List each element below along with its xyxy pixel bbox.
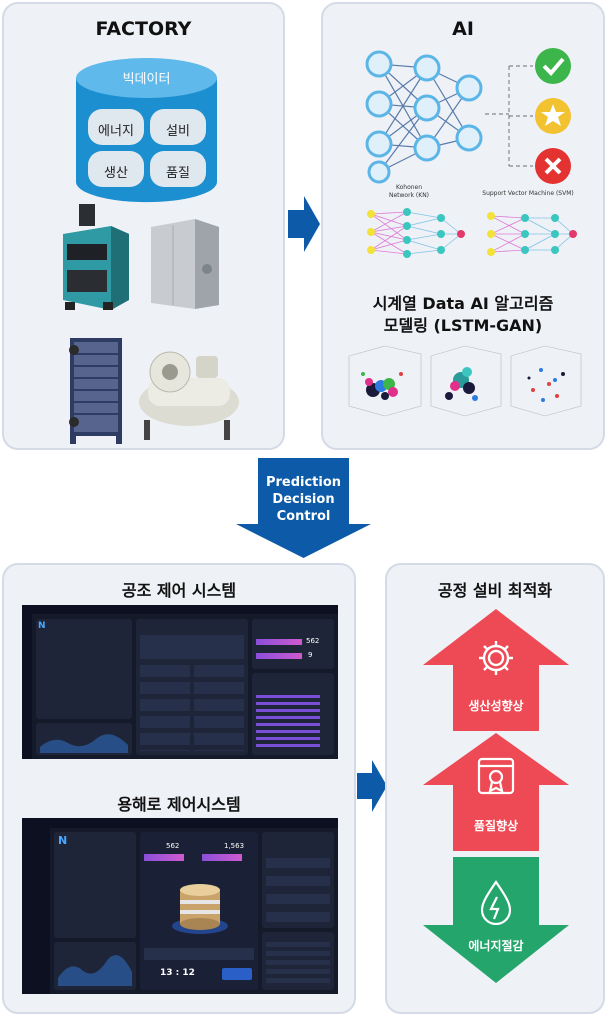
svm-network-icon bbox=[481, 206, 581, 262]
productivity-label: 생산성향상 bbox=[468, 699, 524, 713]
optimization-title: 공정 설비 최적화 bbox=[437, 581, 553, 600]
ai-title: AI bbox=[452, 18, 474, 40]
scatter-plots-image bbox=[343, 340, 587, 422]
heat-exchanger-image bbox=[64, 334, 130, 444]
chiller-compressor-image bbox=[134, 342, 244, 442]
hvac-value-1: 562 bbox=[306, 637, 320, 645]
factory-panel: FACTORY 빅데이터 에너지 설비 생산 품질 bbox=[2, 2, 285, 450]
kn-label-1: Kohonen bbox=[395, 184, 423, 191]
neural-network-icon bbox=[357, 46, 597, 186]
furnace-title: 용해로 제어시스템 bbox=[117, 795, 241, 814]
flow-label-decision: Decision bbox=[272, 492, 335, 507]
flow-label-control: Control bbox=[276, 509, 331, 524]
big-data-database-icon: 빅데이터 에너지 설비 생산 품질 bbox=[74, 56, 219, 204]
hvac-dashboard-screenshot: N 562 9 bbox=[22, 605, 338, 759]
hvac-title: 공조 제어 시스템 bbox=[121, 581, 237, 600]
energy-drop-icon bbox=[477, 879, 515, 925]
kohonen-network-icon bbox=[359, 204, 469, 262]
ai-panel: AI bbox=[321, 2, 605, 450]
quality-label: 품질향상 bbox=[473, 819, 519, 833]
boiler-machine-image bbox=[59, 204, 134, 312]
furnace-dashboard-screenshot: N 562 1,563 13 : 12 bbox=[22, 818, 338, 994]
control-systems-panel: 공조 제어 시스템 N 562 9 용해로 제어시스템 N 562 1,563 bbox=[2, 563, 356, 1014]
arrow-right-icon-2 bbox=[355, 760, 389, 812]
arrow-right-icon bbox=[286, 196, 322, 252]
flow-label-prediction: Prediction bbox=[265, 475, 342, 490]
certificate-icon bbox=[475, 755, 517, 797]
ai-subtitle-2: 모델링 (LSTM-GAN) bbox=[383, 316, 543, 335]
energy-label: 에너지절감 bbox=[468, 939, 524, 953]
furnace-time: 13 : 12 bbox=[160, 968, 195, 978]
furnace-value-2: 1,563 bbox=[224, 842, 245, 850]
energy-down-arrow bbox=[423, 857, 569, 983]
prediction-arrow-icon bbox=[236, 458, 371, 558]
ai-subtitle-1: 시계열 Data AI 알고리즘 bbox=[372, 294, 554, 313]
db-cell-energy: 에너지 bbox=[98, 124, 134, 139]
factory-title: FACTORY bbox=[95, 18, 192, 40]
db-label: 빅데이터 bbox=[122, 72, 171, 87]
furnace-value-1: 562 bbox=[166, 842, 180, 850]
optimization-panel: 공정 설비 최적화 생산성향상 품질향상 에너지절감 bbox=[385, 563, 605, 1014]
kn-label-2: Network (KN) bbox=[388, 192, 430, 199]
db-cell-quality: 품질 bbox=[166, 166, 190, 181]
cabinet-machine-image bbox=[149, 219, 221, 309]
db-cell-production: 생산 bbox=[104, 166, 128, 181]
gear-icon bbox=[475, 637, 517, 679]
svm-label: Support Vector Machine (SVM) bbox=[482, 190, 574, 197]
hvac-value-2: 9 bbox=[308, 651, 313, 659]
db-cell-equipment: 설비 bbox=[166, 124, 190, 139]
